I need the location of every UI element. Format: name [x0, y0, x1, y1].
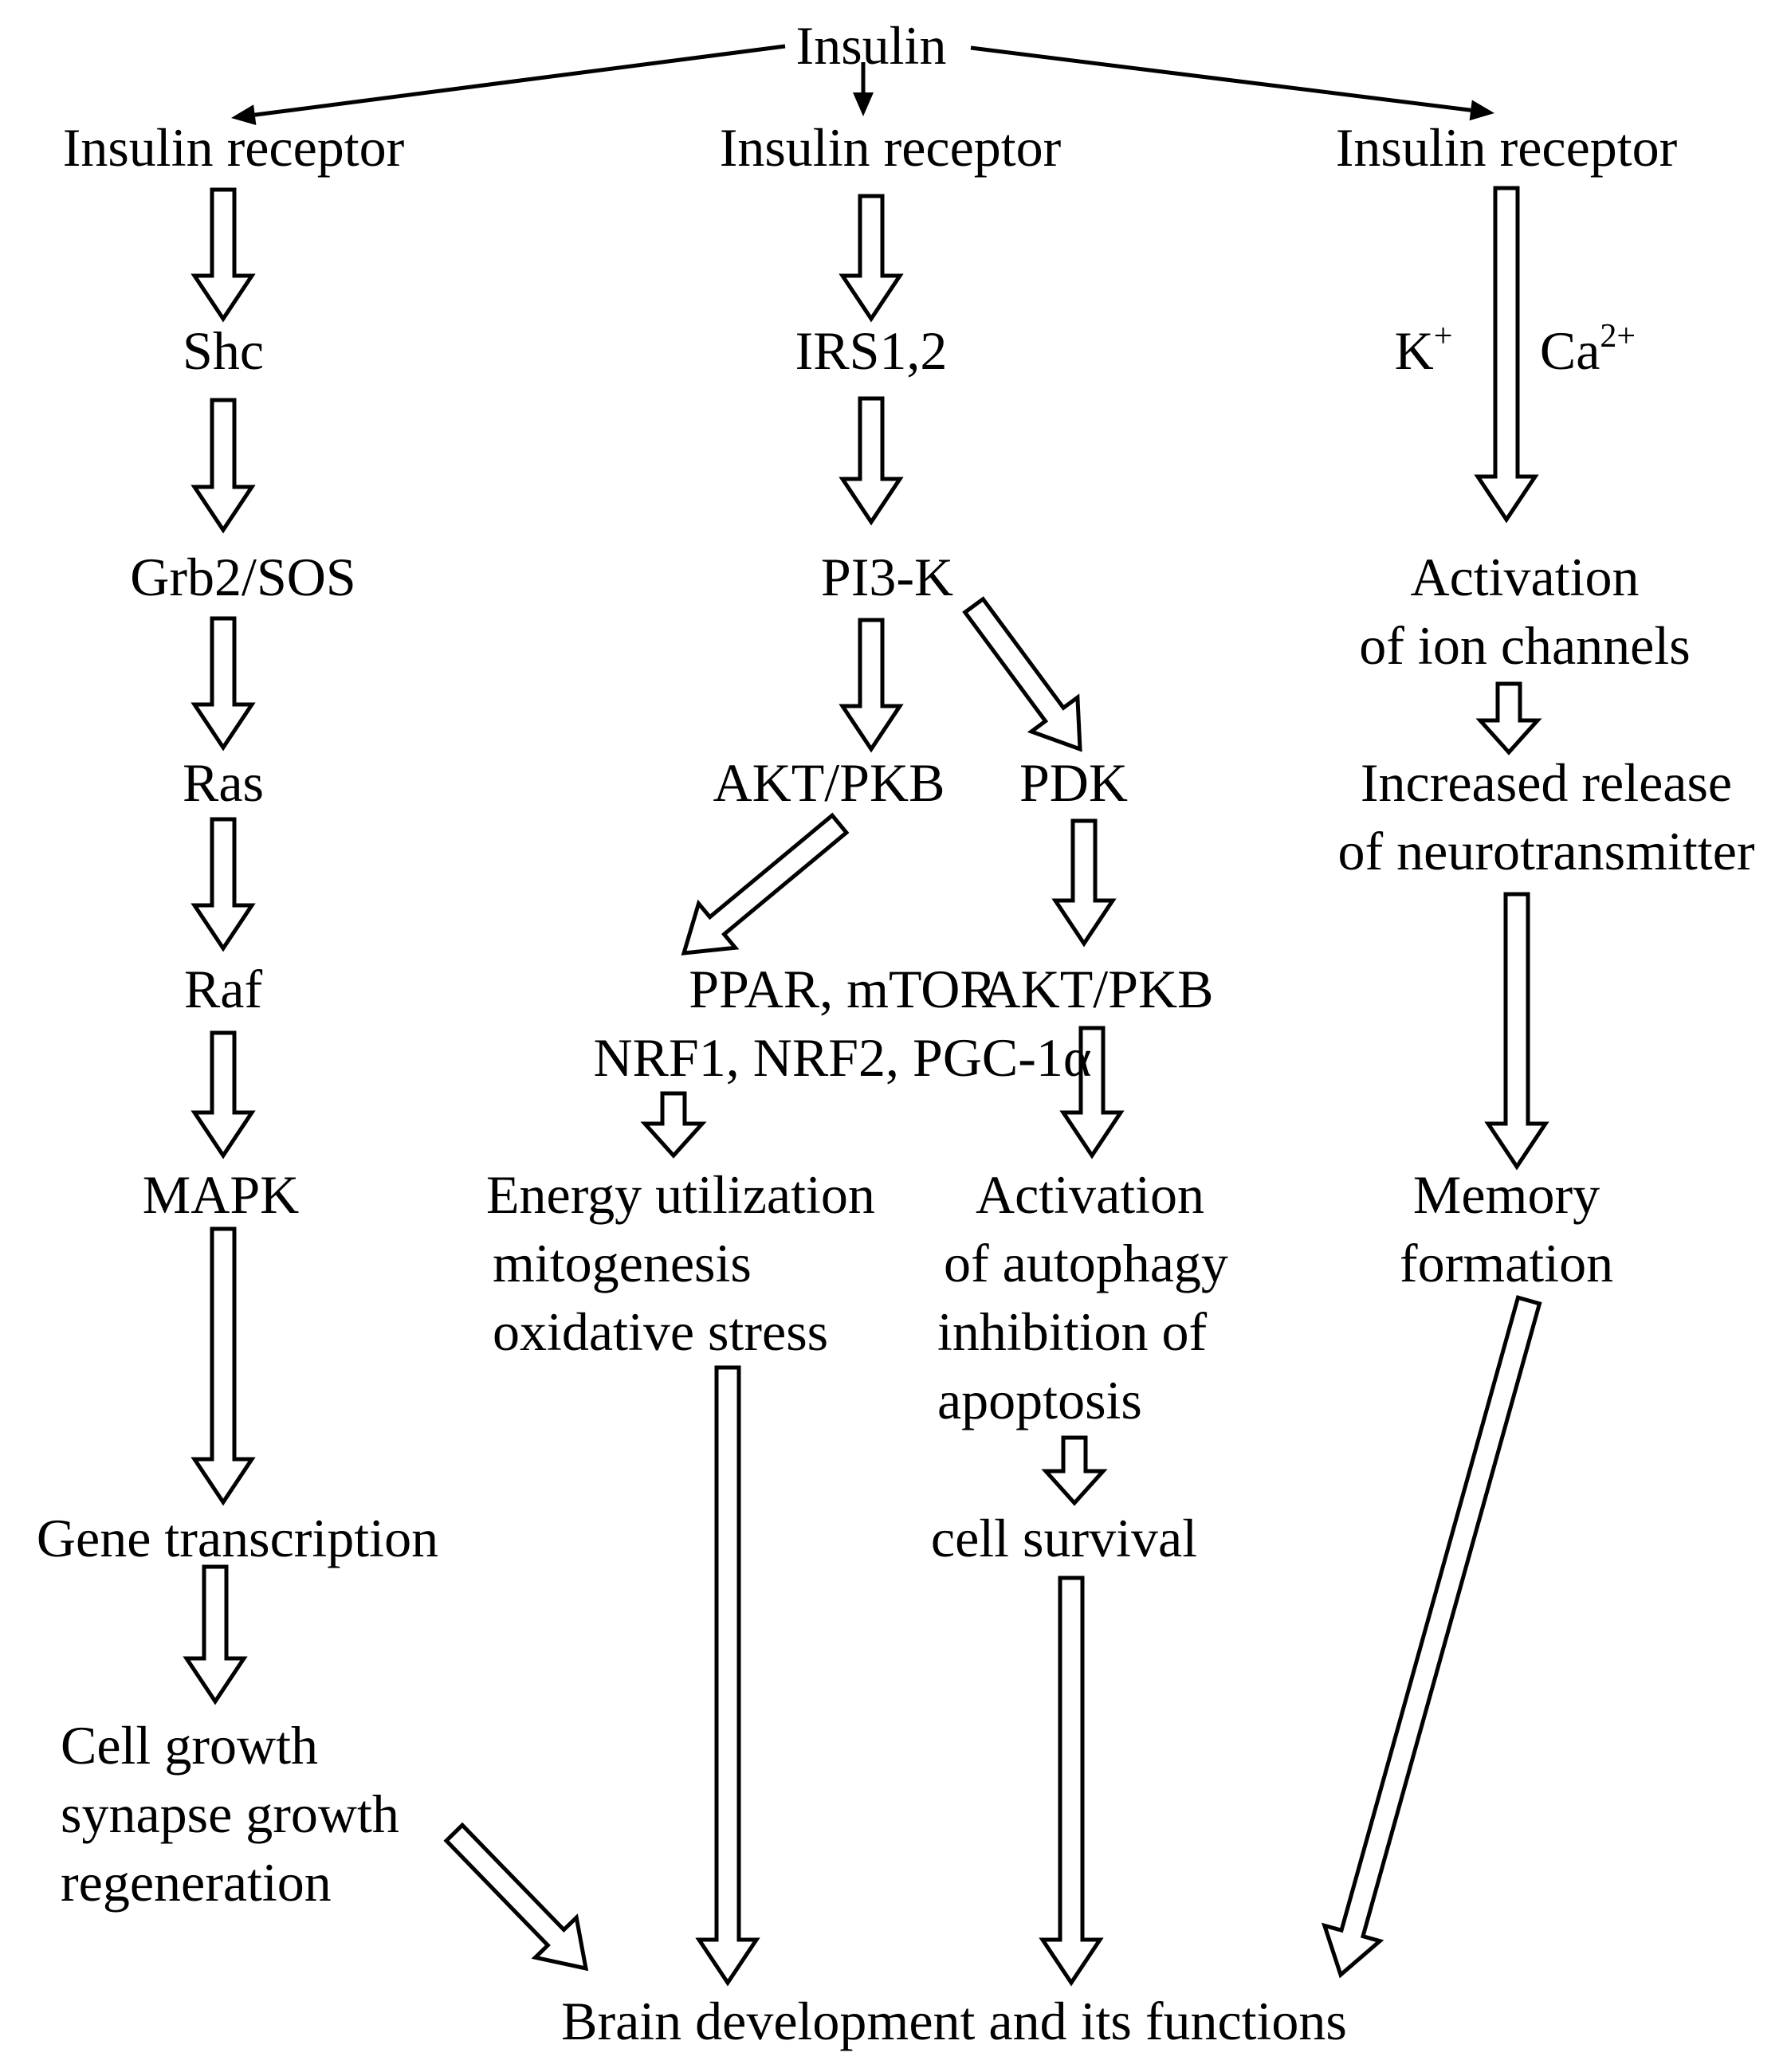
release-line-1: Increased release: [1360, 752, 1733, 813]
node-insulin: Insulin: [795, 15, 947, 76]
energy-to-brain-arrow: [695, 1365, 760, 1987]
node-left-insulin-receptor: Insulin receptor: [62, 117, 405, 178]
receptor-to-irs-arrow: [839, 194, 904, 323]
node-mapk: MAPK: [142, 1164, 300, 1225]
energy-line: Energy utilization: [486, 1164, 875, 1225]
node-autophagy: Activation of autophagy inhibition of ap…: [937, 1160, 1228, 1434]
release-to-memory-arrow: [1484, 892, 1549, 1171]
node-ras: Ras: [183, 752, 264, 813]
ion-line-1: Activation: [1410, 547, 1640, 607]
node-grb2-sos: Grb2/SOS: [130, 547, 356, 607]
autophagy-to-survival-arrow: [1041, 1435, 1108, 1506]
grb2-to-ras-arrow: [190, 616, 256, 751]
node-ion-channels: Activation of ion channels: [1359, 543, 1690, 680]
k-symbol: K: [1394, 320, 1434, 381]
memory-line-2: formation: [1399, 1233, 1614, 1293]
node-brain-development: Brain development and its functions: [561, 1991, 1347, 2051]
mapk-to-gene-arrow: [190, 1226, 256, 1506]
node-k-ion: K+: [1395, 316, 1453, 385]
node-pi3k: PI3-K: [820, 547, 954, 607]
node-memory-formation: Memory formation: [1400, 1160, 1613, 1297]
node-energy: Energy utilization mitogenesis oxidative…: [486, 1160, 875, 1366]
node-shc: Shc: [183, 320, 264, 381]
k-charge: +: [1433, 318, 1453, 355]
synapse-growth-line: synapse growth: [61, 1784, 399, 1844]
pi3k-to-pdk-arrow: [962, 596, 1082, 752]
ca-symbol: Ca: [1539, 320, 1600, 381]
node-neurotransmitter-release: Increased release of neurotransmitter: [1337, 748, 1754, 885]
receptor-to-ion-channels-arrow: [1474, 186, 1539, 524]
inhibition-line: inhibition of: [937, 1301, 1208, 1362]
insulin-to-left-receptor-arrow: [231, 44, 786, 125]
node-right-insulin-receptor: Insulin receptor: [1335, 117, 1678, 178]
shc-to-grb2-arrow: [190, 398, 256, 534]
pi3k-to-akt-arrow: [839, 618, 904, 753]
regeneration-line: regeneration: [61, 1852, 332, 1913]
survival-to-brain-arrow: [1039, 1576, 1104, 1987]
ion-line-2: of ion channels: [1359, 615, 1691, 676]
release-line-2: of neurotransmitter: [1337, 821, 1755, 881]
akt-to-ppar-arrow: [681, 812, 850, 956]
oxidative-stress-line: oxidative stress: [493, 1301, 829, 1362]
mitogenesis-line: mitogenesis: [493, 1233, 752, 1293]
node-middle-insulin-receptor: Insulin receptor: [719, 117, 1062, 178]
node-pdk: PDK: [1019, 752, 1129, 813]
ppar-line-2: NRF1, NRF2, PGC-1α: [593, 1027, 1092, 1088]
apoptosis-line: apoptosis: [937, 1370, 1142, 1430]
raf-to-mapk-arrow: [190, 1030, 256, 1160]
pdk-to-akt2-arrow: [1051, 818, 1117, 948]
node-akt-pkb-2: AKT/PKB: [981, 959, 1214, 1019]
node-cell-survival: cell survival: [930, 1508, 1198, 1568]
memory-line-1: Memory: [1412, 1164, 1600, 1225]
irs-to-pi3k-arrow: [839, 396, 904, 526]
node-gene-transcription: Gene transcription: [36, 1508, 439, 1568]
node-irs: IRS1,2: [795, 320, 948, 381]
node-cell-growth: Cell growth synapse growth regeneration: [61, 1711, 399, 1917]
insulin-to-right-receptor-arrow: [970, 45, 1494, 121]
node-ppar: PPAR, mTOR NRF1, NRF2, PGC-1α: [593, 955, 1091, 1092]
cell-growth-line: Cell growth: [61, 1715, 318, 1776]
memory-to-brain-arrow: [1321, 1295, 1542, 1979]
insulin-to-middle-receptor-arrow: [853, 62, 874, 116]
receptor-to-shc-arrow: [190, 187, 256, 323]
ion-to-release-arrow: [1475, 681, 1542, 755]
akt2-to-autophagy-arrow: [1059, 1026, 1125, 1160]
node-ca-ion: Ca2+: [1540, 316, 1636, 385]
gene-to-growth-arrow: [183, 1564, 248, 1705]
of-autophagy-line: of autophagy: [944, 1233, 1228, 1293]
node-akt-pkb: AKT/PKB: [713, 752, 945, 813]
ppar-line-1: PPAR, mTOR: [689, 959, 996, 1019]
growth-to-brain-arrow: [443, 1822, 589, 1972]
ras-to-raf-arrow: [190, 817, 256, 952]
activation-line: Activation: [976, 1164, 1205, 1225]
ppar-to-energy-arrow: [640, 1091, 707, 1159]
node-raf: Raf: [183, 959, 263, 1019]
ca-charge: 2+: [1600, 318, 1636, 355]
